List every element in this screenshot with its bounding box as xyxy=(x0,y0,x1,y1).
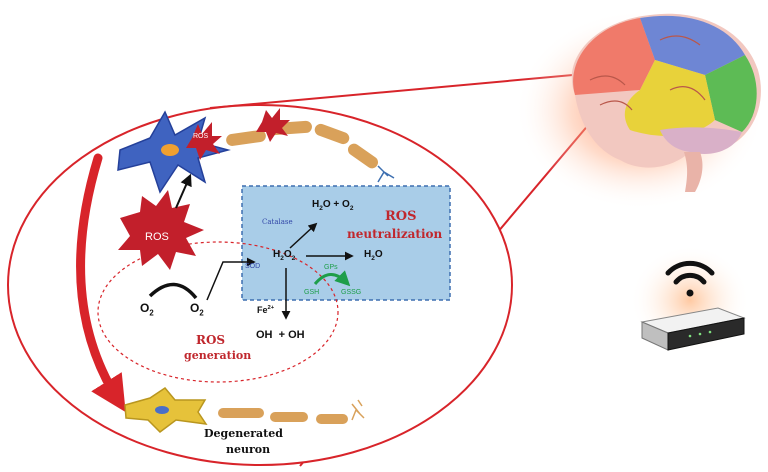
o2-left-label: O2 xyxy=(140,301,154,318)
sod-label: SOD xyxy=(245,263,261,270)
brain-image xyxy=(571,13,761,192)
degeneration-arrow xyxy=(76,153,126,413)
arrow-o2-to-h2o2 xyxy=(206,257,256,301)
router-device xyxy=(640,307,746,351)
ros-burst-label: ROS xyxy=(145,231,169,243)
gsh-label: GSH xyxy=(304,289,320,296)
h2o-label: H2O xyxy=(364,249,383,262)
ros-generation-region xyxy=(97,241,339,383)
arrow-to-h2o-o2 xyxy=(289,222,318,249)
h2o2-label: H2O2 xyxy=(273,249,296,262)
h2o-o2-label: H2O + O2 xyxy=(312,199,354,212)
oh-oh-label: OH + OH xyxy=(256,329,305,341)
ros-generation-title-1: ROS xyxy=(196,333,226,347)
fe2-label: Fe2+ xyxy=(257,305,275,315)
gps-label: GPs xyxy=(324,264,338,271)
degenerated-neuron-title-1: Degenerated xyxy=(204,427,283,440)
ros-neutralization-title-1: ROS xyxy=(385,209,417,224)
gssg-label: GSSG xyxy=(341,289,362,296)
ros-generation-title-2: generation xyxy=(184,349,252,362)
o2-right-label: O2 xyxy=(190,301,204,318)
healthy-neuron xyxy=(117,108,395,194)
ros-neuron-label: ROS xyxy=(193,133,209,140)
wifi-icon xyxy=(665,260,715,297)
ros-neutralization-title-2: neutralization xyxy=(347,227,443,241)
degenerated-neuron xyxy=(124,387,365,433)
arrow-ros-to-neuron xyxy=(175,173,192,209)
catalase-label: Catalase xyxy=(262,218,293,226)
ros-burst xyxy=(118,190,204,270)
degenerated-neuron-title-2: neuron xyxy=(226,443,271,456)
arrow-gsh-gssg xyxy=(313,270,351,287)
arrow-o2-to-o2 xyxy=(148,282,198,300)
